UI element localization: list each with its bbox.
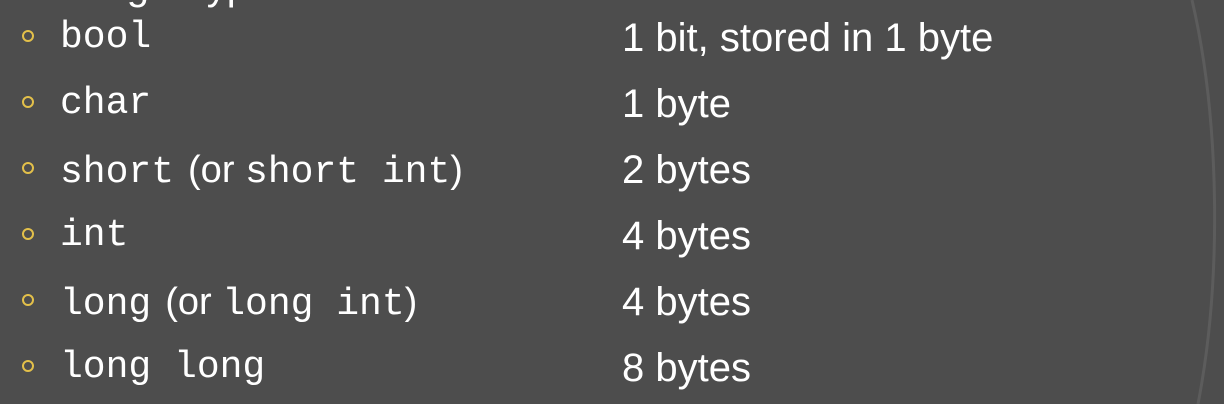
list-item: bool 1 bit, stored in 1 byte <box>0 14 1150 62</box>
bullet-icon <box>22 294 34 306</box>
bullet-icon <box>22 162 34 174</box>
type-name: long long <box>60 344 265 392</box>
type-keyword: long long <box>60 346 266 389</box>
bullet-icon <box>22 228 34 240</box>
alt-close: ) <box>404 281 418 323</box>
type-keyword: short <box>60 151 175 194</box>
alt-close: ) <box>450 149 463 191</box>
type-keyword: long <box>60 283 152 326</box>
type-keyword: bool <box>60 16 152 59</box>
type-keyword: int <box>60 214 129 257</box>
bullet-icon <box>22 360 34 372</box>
type-size: 4 bytes <box>622 280 751 324</box>
list-item: int 4 bytes <box>0 212 1150 260</box>
type-size: 8 bytes <box>622 346 751 390</box>
alt-open: (or <box>165 281 223 323</box>
arc-stroke <box>1190 0 1217 404</box>
bullet-icon <box>22 96 34 108</box>
list-item: long long 8 bytes <box>0 344 1150 392</box>
type-name: short (or short int) <box>60 146 463 194</box>
bullet-icon <box>22 30 34 42</box>
type-name: int <box>60 212 128 260</box>
type-name: long (or long int) <box>60 278 417 326</box>
alt-type-keyword: long int <box>222 283 405 326</box>
type-keyword: char <box>60 82 152 125</box>
list-item: long (or long int) 4 bytes <box>0 278 1150 326</box>
list-item: char 1 byte <box>0 80 1150 128</box>
type-size: 1 byte <box>622 82 731 126</box>
list-item: short (or short int) 2 bytes <box>0 146 1150 194</box>
type-size: 2 bytes <box>622 148 751 192</box>
type-name: char <box>60 80 151 128</box>
type-name: bool <box>60 14 151 62</box>
type-size: 1 bit, stored in 1 byte <box>622 16 994 60</box>
alt-type-keyword: short int <box>245 151 451 194</box>
alt-open: (or <box>188 149 246 191</box>
slide-header: Integer types <box>60 0 291 10</box>
type-size: 4 bytes <box>622 214 751 258</box>
